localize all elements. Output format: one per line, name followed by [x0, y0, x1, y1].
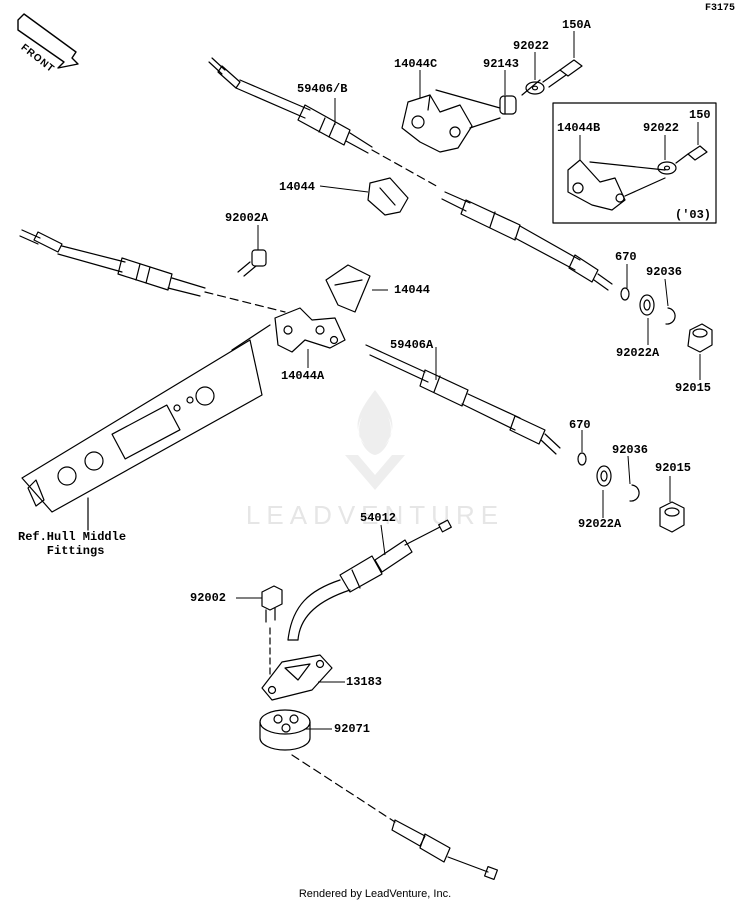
part-label-14044-upper[interactable]: 14044 [279, 180, 316, 194]
reference-note: Ref.Hull Middle Fittings [18, 530, 127, 558]
watermark-logo-icon [345, 390, 405, 490]
part-label-59406b[interactable]: 59406/B [297, 82, 348, 96]
part-label-14044a[interactable]: 14044A [281, 369, 325, 383]
front-arrow-icon [17, 13, 79, 69]
clamp-14044-lower [325, 264, 371, 313]
part-label-14044b[interactable]: 14044B [557, 121, 601, 135]
part-label-150a[interactable]: 150A [562, 18, 591, 32]
inset-year-label: ('03) [675, 208, 712, 222]
part-label-670-upper[interactable]: 670 [615, 250, 637, 264]
part-label-670-lower[interactable]: 670 [569, 418, 591, 432]
part-label-92015-lower[interactable]: 92015 [655, 461, 692, 475]
part-label-92022a-upper[interactable]: 92022A [616, 346, 660, 360]
bracket-14044a [274, 307, 346, 353]
watermark-text: LEADVENTURE [245, 500, 505, 530]
hardware-upper-stack [620, 287, 713, 353]
spacer-92143 [499, 95, 517, 115]
part-label-92022a-lower[interactable]: 92022A [578, 517, 622, 531]
part-label-92036-lower[interactable]: 92036 [612, 443, 649, 457]
part-label-150[interactable]: 150 [689, 108, 711, 122]
bolt-92002 [261, 585, 283, 676]
part-label-92143[interactable]: 92143 [483, 57, 520, 71]
washer-92022-top [521, 79, 545, 96]
bracket-14044c [401, 89, 501, 153]
grommet-92071 [259, 709, 311, 751]
part-label-14044-lower[interactable]: 14044 [394, 283, 431, 297]
part-label-92071[interactable]: 92071 [334, 722, 371, 736]
part-label-92015-upper[interactable]: 92015 [675, 381, 712, 395]
cable-54012 [287, 519, 499, 881]
hardware-lower-stack [577, 452, 685, 533]
bolt-92002a [237, 249, 267, 277]
cable-59406a [19, 229, 561, 455]
figure-code: F3175 [705, 3, 736, 14]
part-label-92022[interactable]: 92022 [513, 39, 550, 53]
bolt-150a [542, 59, 583, 88]
cable-59406b [208, 57, 613, 291]
part-label-92022-inset[interactable]: 92022 [643, 121, 680, 135]
clamp-14044-upper [367, 177, 409, 216]
hull-fittings-plate [21, 324, 271, 531]
part-label-14044c[interactable]: 14044C [394, 57, 438, 71]
part-label-54012[interactable]: 54012 [360, 511, 397, 525]
part-label-59406a[interactable]: 59406A [390, 338, 434, 352]
part-label-92002[interactable]: 92002 [190, 591, 227, 605]
part-label-92036-upper[interactable]: 92036 [646, 265, 683, 279]
footer-credit: Rendered by LeadVenture, Inc. [298, 888, 452, 900]
inset-box [552, 102, 717, 224]
part-label-13183[interactable]: 13183 [346, 675, 383, 689]
plate-13183 [261, 654, 333, 701]
part-label-92002a[interactable]: 92002A [225, 211, 269, 225]
